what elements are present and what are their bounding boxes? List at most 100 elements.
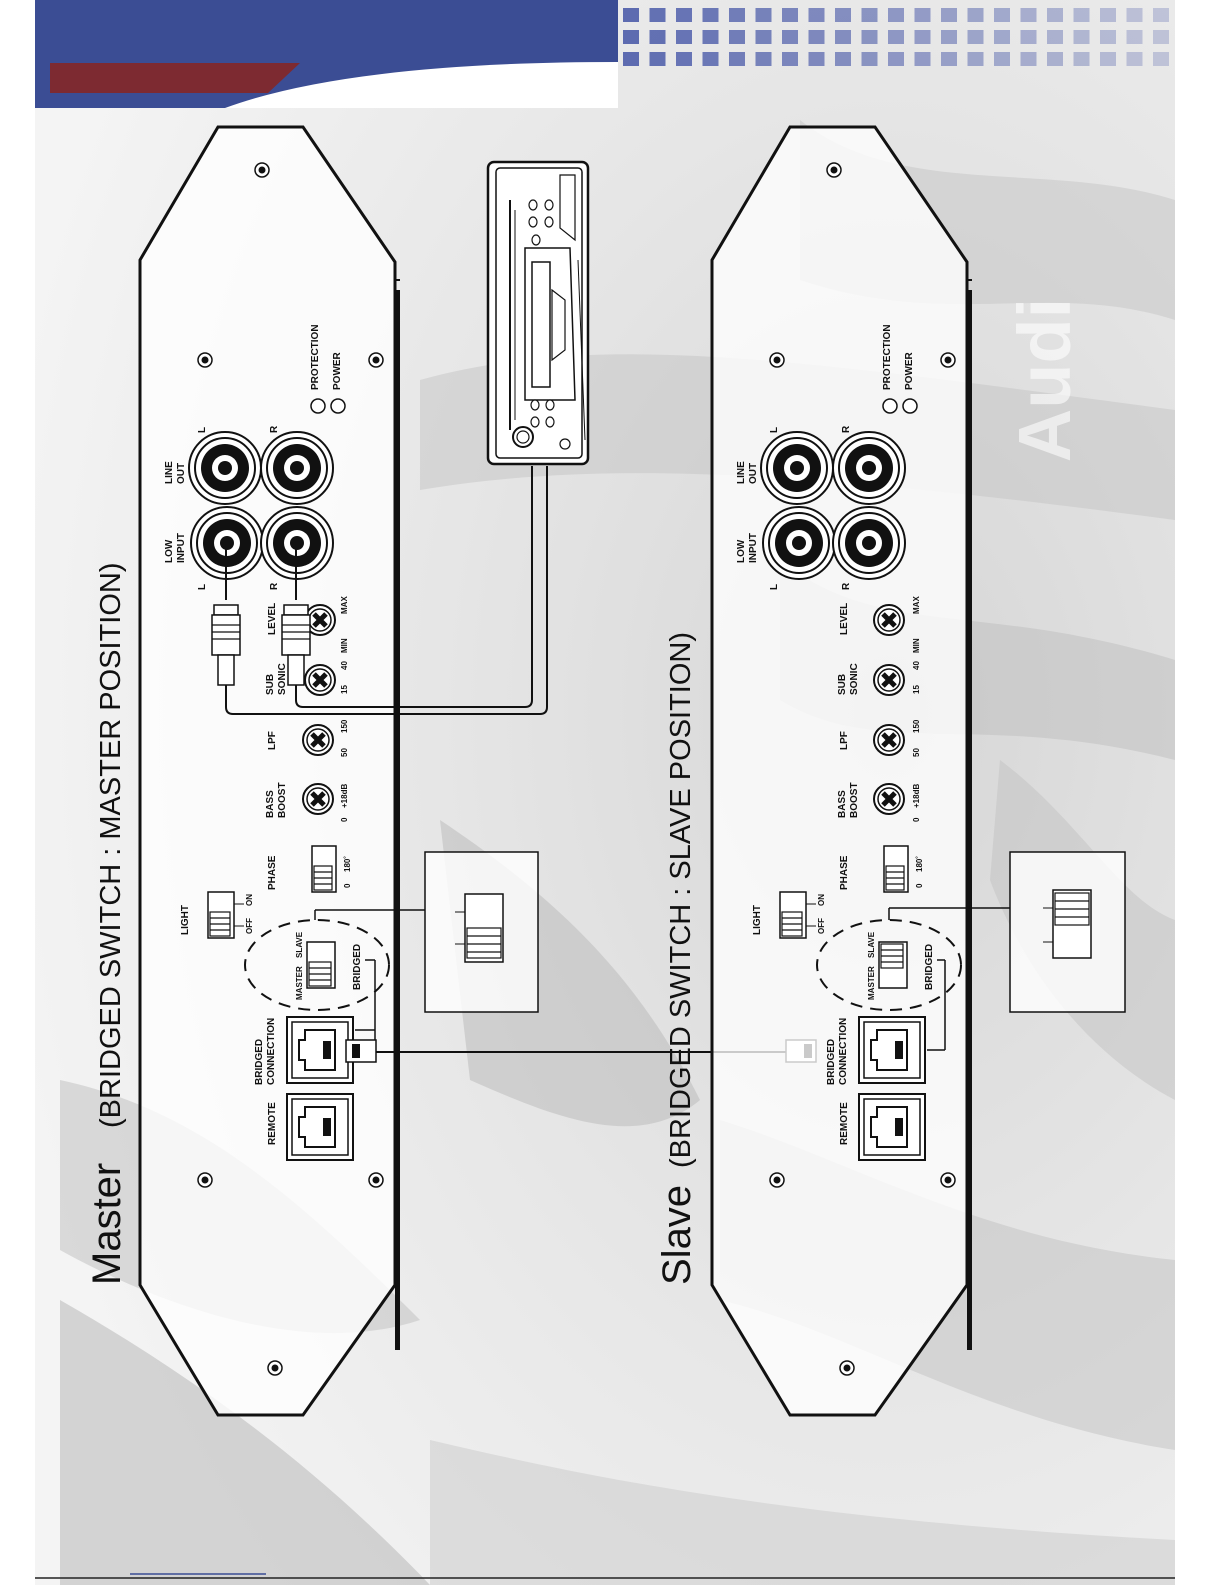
header-square <box>623 8 639 22</box>
header-square <box>835 8 851 22</box>
header-square <box>649 52 666 66</box>
phase-switch[interactable] <box>883 845 909 893</box>
header-square <box>994 52 1010 66</box>
bridged-switch-slave[interactable] <box>878 941 908 989</box>
bridged-switch-master[interactable] <box>306 941 336 989</box>
header-square <box>994 8 1010 22</box>
header-square <box>1126 8 1143 22</box>
subsonic-max-label: 40 <box>912 661 921 670</box>
header-square <box>1073 30 1090 44</box>
master-switch-label: MASTER <box>295 966 304 1000</box>
line-out-left-label: L <box>769 427 780 433</box>
bridged-label: BRIDGED <box>352 944 363 990</box>
line-out-right-jack[interactable] <box>832 431 906 505</box>
level-knob[interactable] <box>874 605 904 635</box>
subsonic-knob[interactable] <box>305 665 335 695</box>
line-out-left-jack[interactable] <box>760 431 834 505</box>
header-square <box>623 52 639 66</box>
lpf-knob[interactable] <box>874 725 904 755</box>
lpf-label: LPF <box>839 731 850 750</box>
lpf-min-label: 50 <box>340 748 349 757</box>
line-out-label: LINE <box>164 461 175 484</box>
header-square <box>729 30 745 44</box>
remote-label: REMOTE <box>267 1102 278 1145</box>
header-square <box>967 52 984 66</box>
bass-boost-label-2: BOOST <box>849 782 860 818</box>
bass-boost-knob[interactable] <box>874 784 904 814</box>
bridged-connection-jack[interactable] <box>858 1016 926 1084</box>
remote-jack[interactable] <box>858 1093 926 1161</box>
bridged-connection-label: BRIDGED <box>254 1039 265 1085</box>
header-square <box>808 8 825 22</box>
header-square <box>702 52 719 66</box>
lpf-knob[interactable] <box>303 725 333 755</box>
subsonic-knob[interactable] <box>874 665 904 695</box>
screw-icon <box>769 352 785 368</box>
low-input-label-2: INPUT <box>176 533 187 563</box>
screw-icon <box>368 1172 384 1188</box>
light-switch[interactable] <box>779 891 807 939</box>
header-square <box>782 52 798 66</box>
bass-boost-label: BASS <box>265 790 276 818</box>
light-label: LIGHT <box>180 905 191 935</box>
bass-boost-knob[interactable] <box>303 784 333 814</box>
phase-label: PHASE <box>839 855 850 890</box>
header-square <box>888 52 904 66</box>
header-square <box>1153 52 1169 66</box>
screw-icon <box>267 1360 283 1376</box>
header-square <box>1047 8 1063 22</box>
bridged-connection-label-2: CONNECTION <box>838 1018 849 1085</box>
header-square <box>861 30 878 44</box>
header-square <box>941 52 957 66</box>
header-square <box>861 52 878 66</box>
screw-icon <box>826 162 842 178</box>
line-out-right-jack[interactable] <box>260 431 334 505</box>
header-square <box>808 30 825 44</box>
level-min-label: MIN <box>340 638 349 653</box>
header-square <box>1020 30 1037 44</box>
protection-label: PROTECTION <box>310 324 321 390</box>
header-square <box>1100 8 1116 22</box>
header-square <box>755 8 772 22</box>
low-input-right-jack[interactable] <box>832 506 906 580</box>
light-off-label: OFF <box>245 918 254 934</box>
header-square <box>1073 52 1090 66</box>
lpf-label: LPF <box>267 731 278 750</box>
bass-boost-max-label: +18dB <box>340 784 349 808</box>
subsonic-label: SUB <box>837 674 848 695</box>
low-input-left-jack[interactable] <box>762 506 836 580</box>
header-square <box>888 8 904 22</box>
low-input-right-label: R <box>269 582 280 590</box>
header-band <box>35 0 618 108</box>
protection-label: PROTECTION <box>882 324 893 390</box>
header-square <box>623 30 639 44</box>
bass-boost-min-label: 0 <box>912 817 921 822</box>
line-out-left-label: L <box>197 427 208 433</box>
remote-jack[interactable] <box>286 1093 354 1161</box>
header-square <box>676 8 692 22</box>
header-squares <box>623 8 1169 66</box>
header-square <box>649 30 666 44</box>
slave-amplifier-panel: PROTECTION POWER LINE OUT L R LOW INPUT … <box>710 125 1010 1417</box>
line-out-right-label: R <box>269 425 280 433</box>
header-square <box>861 8 878 22</box>
slave-switch-label: SLAVE <box>867 931 876 958</box>
header-square <box>1100 52 1116 66</box>
header-square <box>755 30 772 44</box>
header-square <box>676 30 692 44</box>
header-square <box>967 30 984 44</box>
header-square <box>729 8 745 22</box>
header-square <box>835 30 851 44</box>
header-square <box>808 52 825 66</box>
level-min-label: MIN <box>912 638 921 653</box>
subsonic-min-label: 15 <box>912 685 921 694</box>
bridged-connection-jack[interactable] <box>286 1016 354 1084</box>
subsonic-label: SUB <box>265 674 276 695</box>
phase-switch[interactable] <box>311 845 337 893</box>
light-switch[interactable] <box>207 891 235 939</box>
screw-icon <box>254 162 270 178</box>
subsonic-label-2: SONIC <box>277 663 288 695</box>
line-out-left-jack[interactable] <box>188 431 262 505</box>
header-square <box>914 52 931 66</box>
